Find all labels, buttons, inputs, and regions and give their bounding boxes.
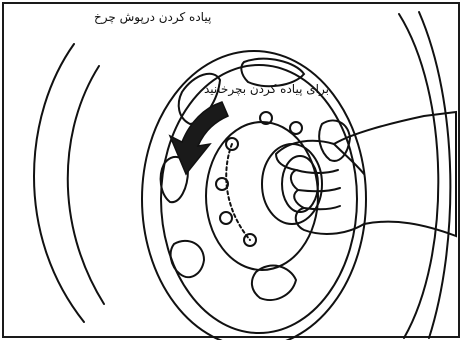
tire-arc-outer [34, 44, 84, 322]
wheel-cover-illustration [4, 4, 462, 340]
title-label: پیاده کردن درپوش چرخ [94, 10, 211, 24]
callout-label: برای پیاده کردن بچرخانید [204, 82, 329, 96]
vent-hole-bottom [252, 266, 296, 300]
lug-nut [290, 122, 302, 134]
wheel-cover-rim [161, 65, 357, 333]
tire-arc-inner [68, 66, 104, 304]
lug-nut [220, 212, 232, 224]
tire-edge-right [399, 14, 438, 338]
hub-cap-inner [282, 156, 318, 212]
wheel-cover-inner-ring [206, 122, 318, 270]
curved-arrow-icon [170, 102, 228, 174]
lug-ring [226, 144, 250, 240]
figure-frame: پیاده کردن درپوش چرخ برای پیاده کردن بچر… [2, 2, 460, 338]
